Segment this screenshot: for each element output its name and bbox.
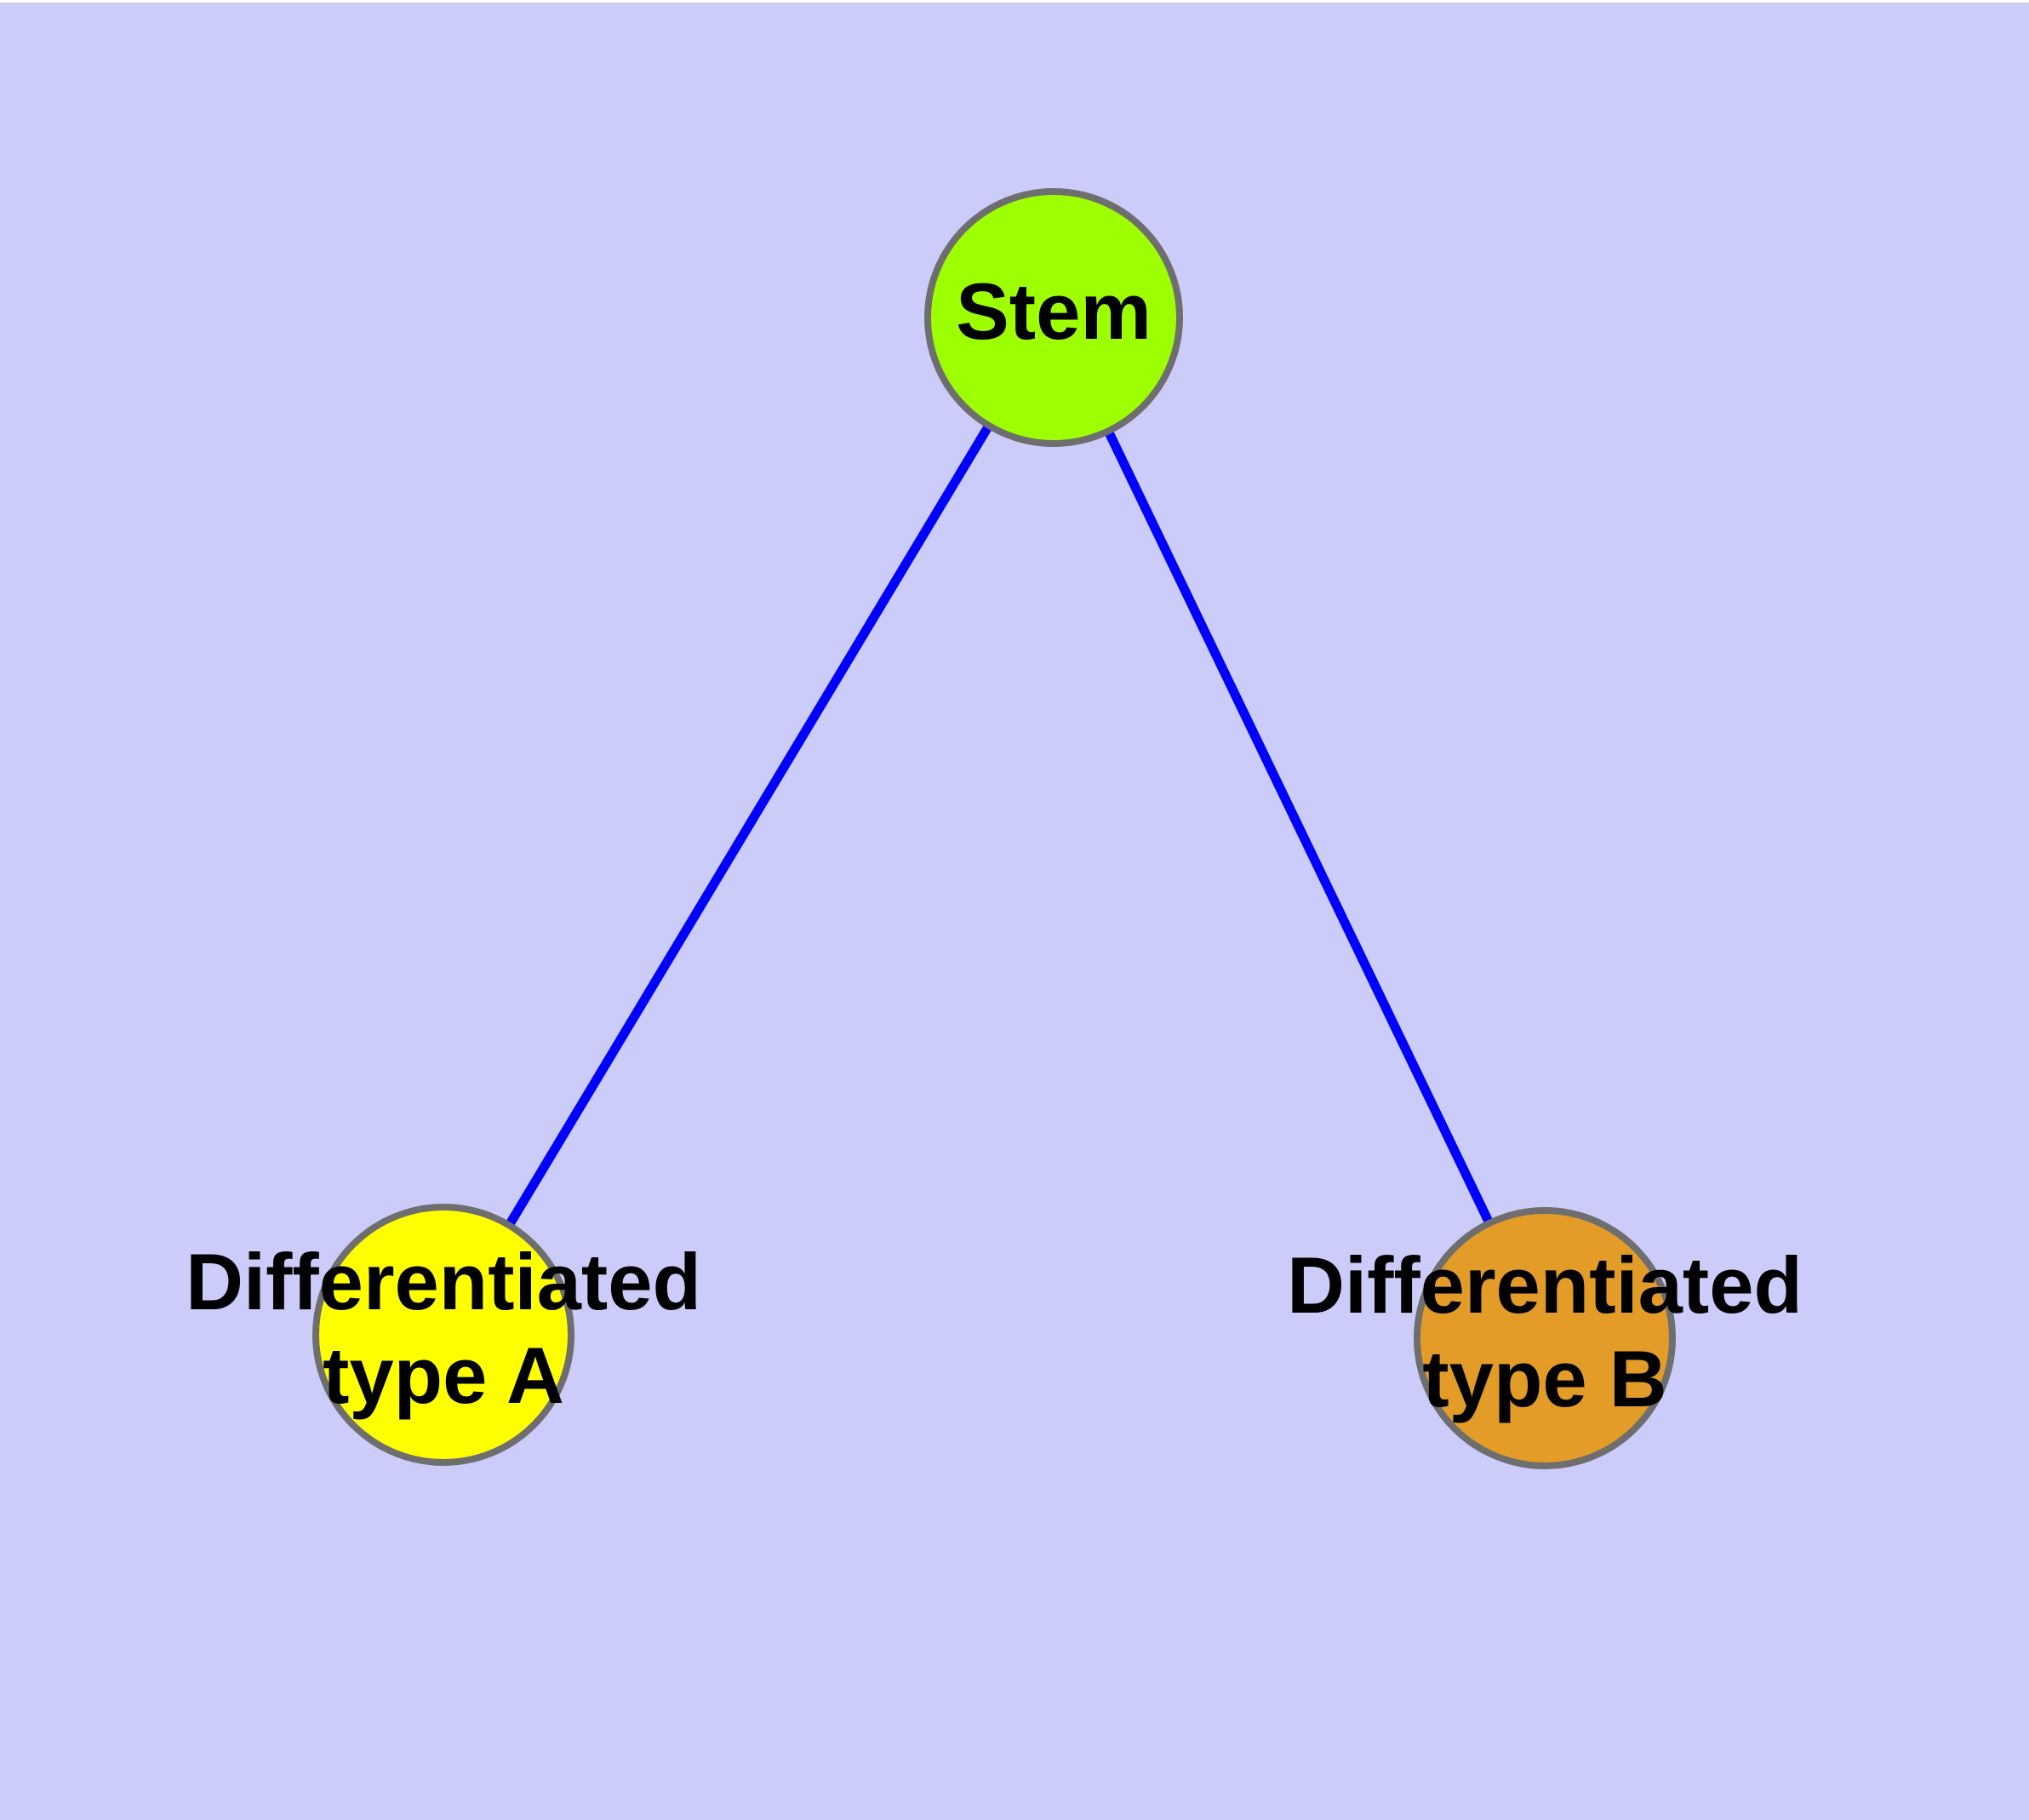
node-diff-b[interactable]	[1414, 1207, 1676, 1469]
node-diff-a[interactable]	[312, 1204, 574, 1466]
edge-stem-to-diff-a[interactable]	[439, 315, 1058, 1337]
nodes-layer	[312, 188, 1676, 1469]
node-label-line: Stem	[956, 266, 1152, 356]
node-label-line: Differentiated	[186, 1237, 701, 1326]
node-label-line: Differentiated	[1287, 1240, 1803, 1330]
node-stem[interactable]	[924, 188, 1183, 447]
node-label-stem: Stem	[956, 266, 1152, 356]
node-label-line: type A	[323, 1331, 564, 1420]
node-label-line: type B	[1422, 1334, 1666, 1423]
edge-stem-to-diff-b[interactable]	[1049, 315, 1549, 1341]
edges-layer	[439, 315, 1549, 1341]
